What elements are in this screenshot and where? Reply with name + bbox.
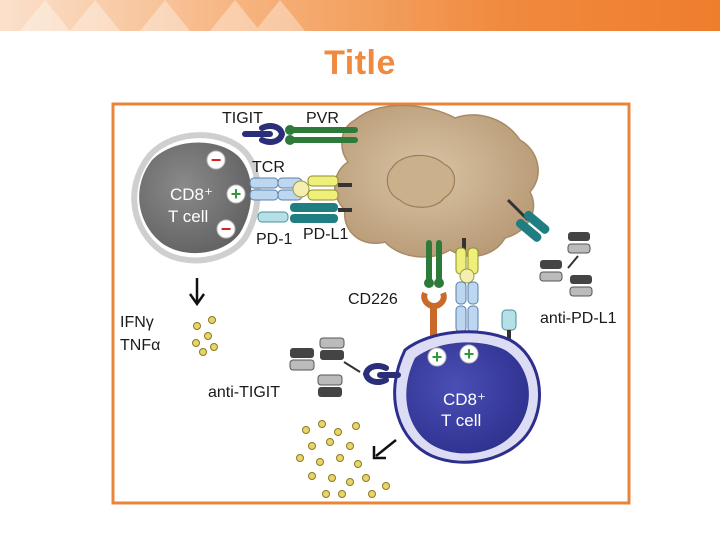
pd1-receptor-bottom bbox=[501, 309, 517, 344]
header-accent-bar bbox=[0, 0, 720, 31]
inhibitory-sign-tigit: − bbox=[211, 150, 222, 170]
pd1-label: PD-1 bbox=[256, 231, 293, 248]
cytokine-particles-bottom bbox=[296, 420, 390, 498]
left-cell-signals: − + − bbox=[206, 150, 246, 239]
cd226-receptor bbox=[421, 291, 447, 336]
anti-tigit-label: anti-TIGIT bbox=[208, 384, 280, 401]
tigit-receptor-left bbox=[242, 123, 286, 145]
pdl1-label: PD-L1 bbox=[303, 226, 348, 243]
ifn-gamma-label: IFNγ bbox=[120, 314, 154, 331]
tumor-cell bbox=[334, 104, 539, 258]
pvr-label: PVR bbox=[306, 110, 339, 127]
down-arrow-icon bbox=[188, 278, 206, 307]
tumor-nucleus bbox=[386, 154, 456, 208]
activating-sign-tcr: + bbox=[231, 184, 242, 204]
right-cell-label-line2: T cell bbox=[441, 411, 481, 430]
pd1-pdl1-pair bbox=[257, 203, 352, 223]
pdl1-ligand-right bbox=[506, 198, 550, 242]
anti-pdl1-antibody-icon bbox=[539, 232, 593, 297]
right-cell-label-line1: CD8⁺ bbox=[443, 390, 486, 409]
left-cell-label-line1: CD8⁺ bbox=[170, 185, 213, 204]
cd226-label: CD226 bbox=[348, 291, 398, 308]
down-left-arrow-icon bbox=[372, 439, 397, 460]
anti-tigit-antibody-icon bbox=[289, 337, 361, 397]
activating-sign-cd226: + bbox=[432, 347, 443, 367]
tigit-receptor-right bbox=[362, 363, 401, 385]
cytokine-particles-left bbox=[192, 316, 218, 356]
pvr-ligand bbox=[285, 125, 358, 145]
left-cell-label-line2: T cell bbox=[168, 207, 208, 226]
right-cell-signals: + + bbox=[427, 344, 479, 367]
anti-pdl1-label: anti-PD-L1 bbox=[540, 310, 617, 327]
tnf-alpha-label: TNFα bbox=[120, 337, 160, 354]
slide-title: Title bbox=[324, 44, 396, 82]
tcr-label: TCR bbox=[252, 159, 285, 176]
activating-sign-tcr-bottom: + bbox=[464, 344, 475, 364]
cd8-t-cell-right: CD8⁺ T cell bbox=[393, 330, 542, 464]
tcr-complex bbox=[249, 175, 352, 201]
tigit-label: TIGIT bbox=[222, 110, 263, 127]
inhibitory-sign-pd1: − bbox=[221, 219, 232, 239]
pvr-ligand-bottom bbox=[424, 240, 444, 288]
